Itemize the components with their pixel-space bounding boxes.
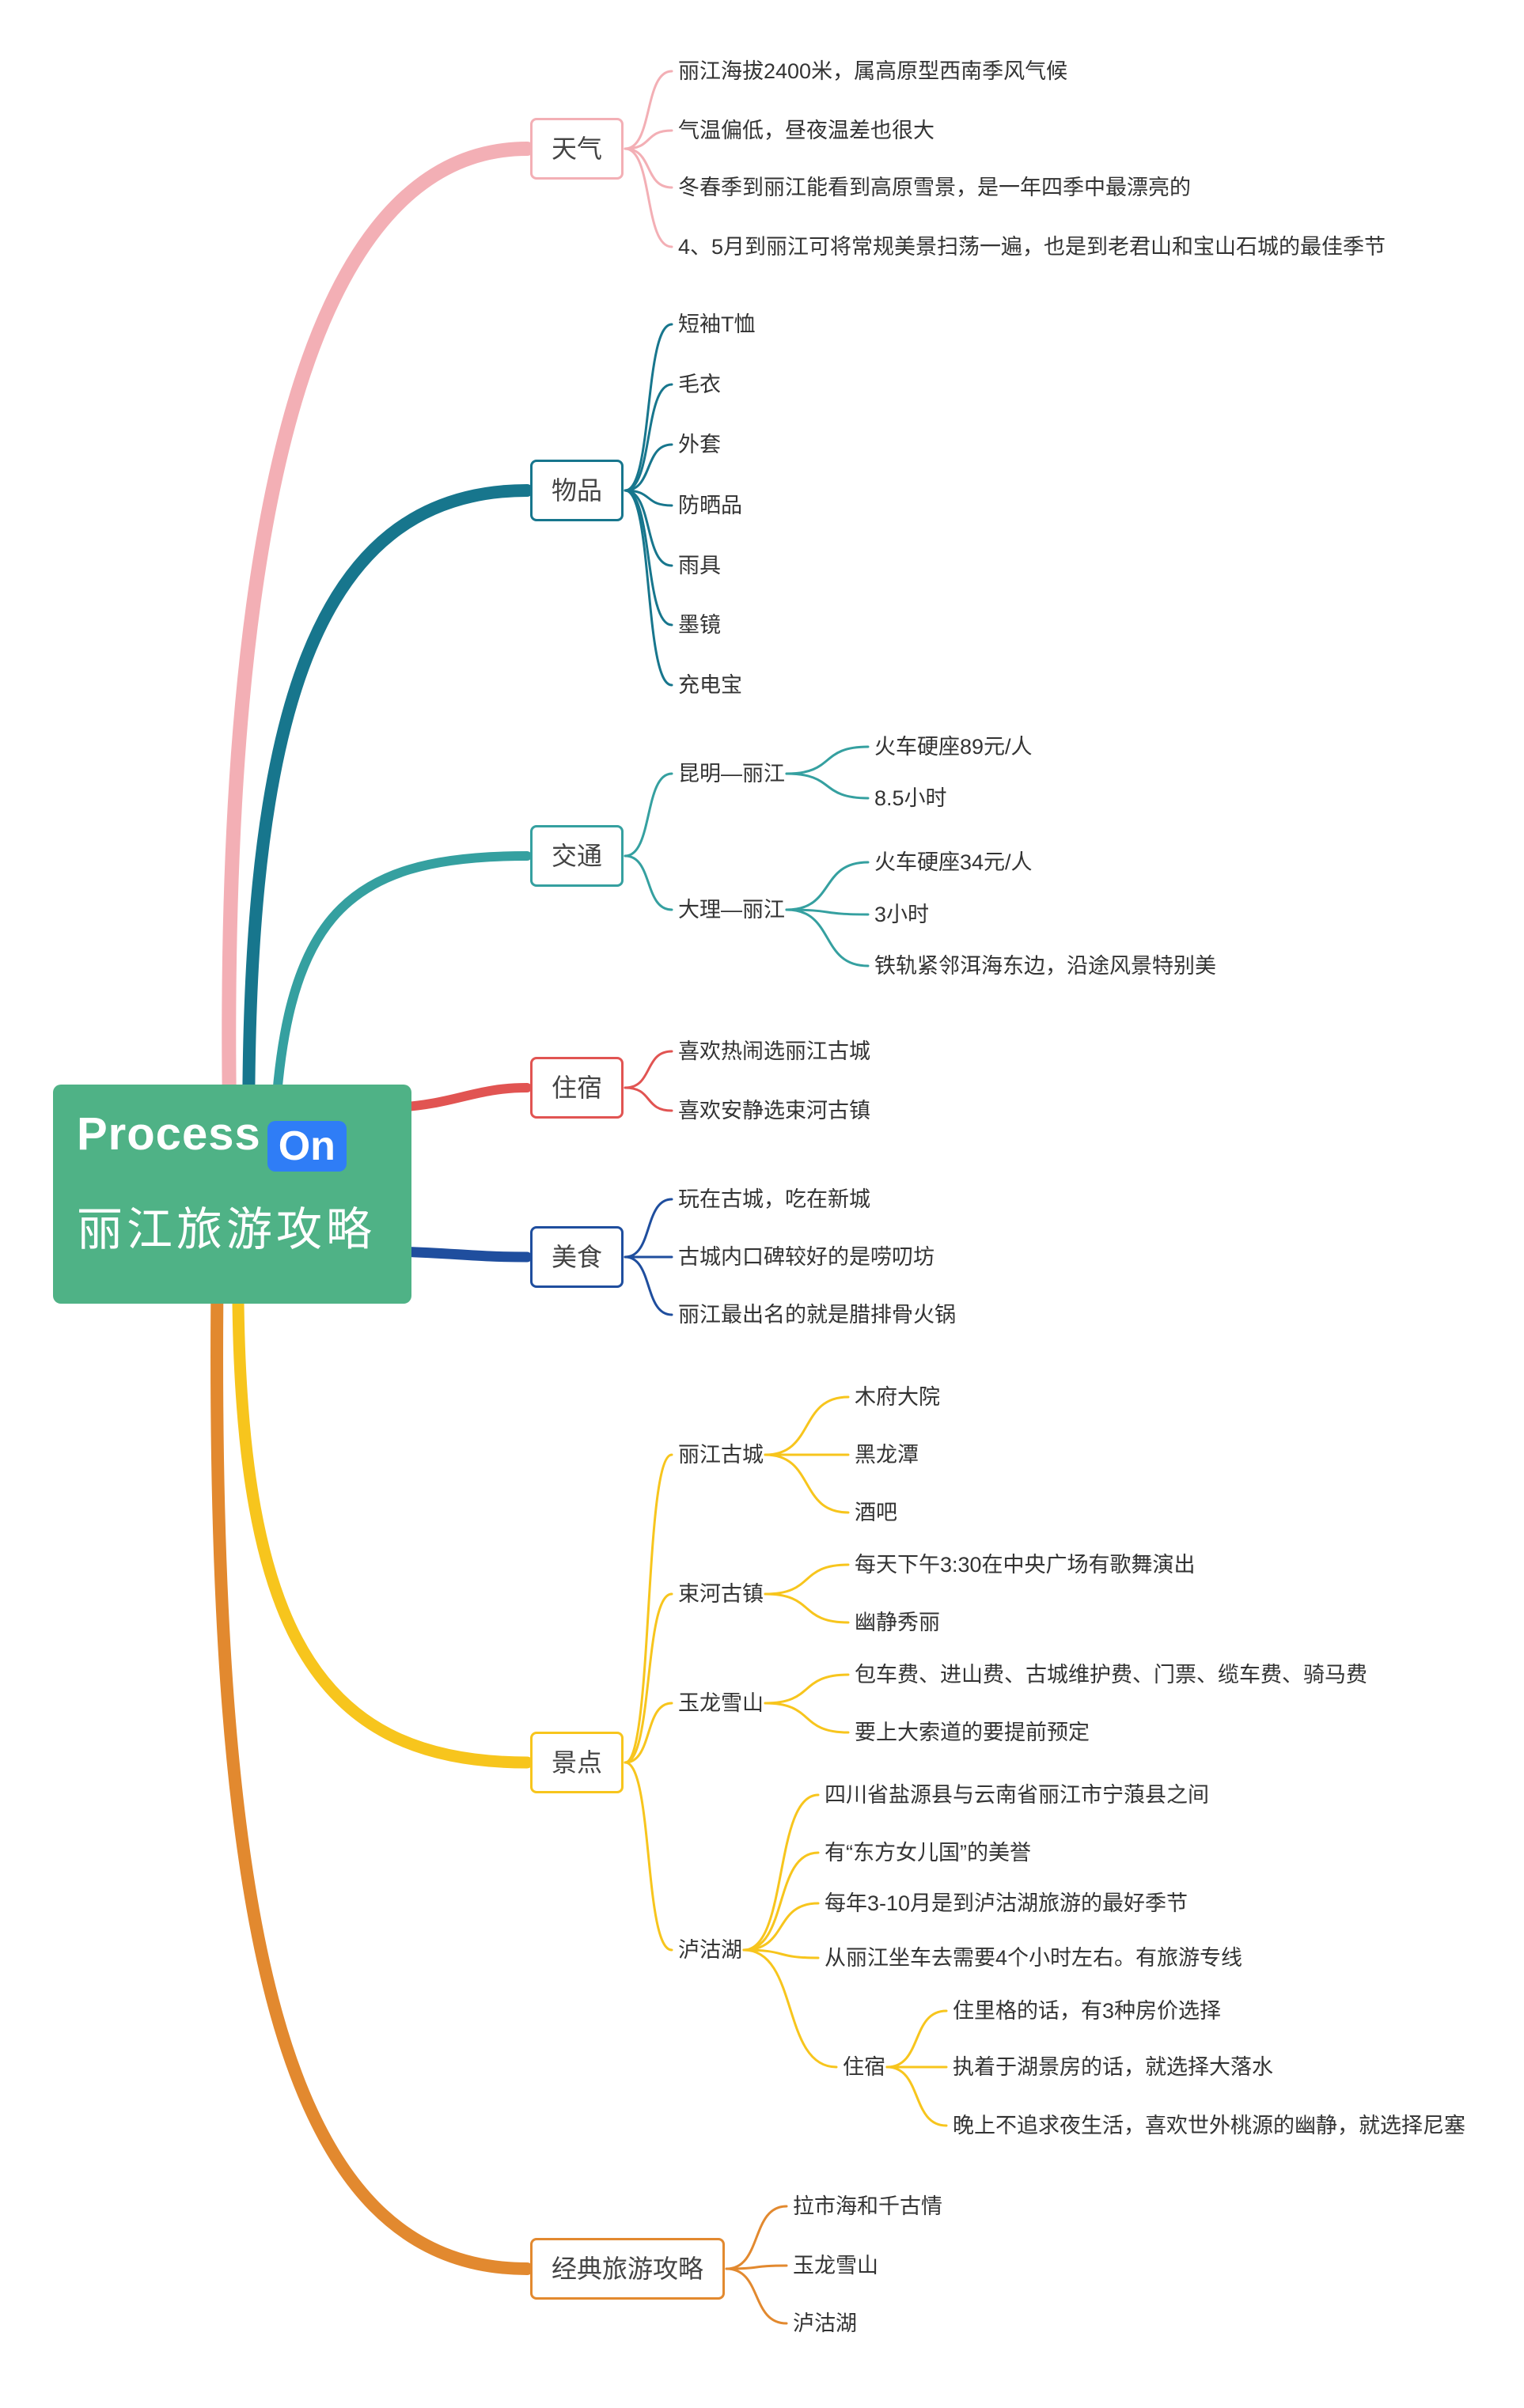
- leaf-node[interactable]: 丽江最出名的就是腊排骨火锅: [678, 1303, 956, 1327]
- leaf-node[interactable]: 木府大院: [855, 1385, 940, 1409]
- logo-process-text: Process: [77, 1108, 261, 1160]
- leaf-node[interactable]: 玉龙雪山: [793, 2254, 878, 2277]
- subtopic-lijiang-old-town[interactable]: 丽江古城: [678, 1443, 764, 1467]
- branch-node-classic-routes[interactable]: 经典旅游攻略: [530, 2238, 726, 2300]
- leaf-node[interactable]: 3小时: [874, 903, 930, 926]
- leaf-node[interactable]: 冬春季到丽江能看到高原雪景，是一年四季中最漂亮的: [678, 176, 1191, 199]
- leaf-node[interactable]: 短袖T恤: [678, 312, 756, 336]
- leaf-node[interactable]: 火车硬座34元/人: [874, 850, 1033, 874]
- leaf-node[interactable]: 从丽江坐车去需要4个小时左右。有旅游专线: [825, 1946, 1243, 1970]
- leaf-node[interactable]: 执着于湖景房的话，就选择大落水: [953, 2055, 1273, 2079]
- leaf-node[interactable]: 8.5小时: [874, 786, 947, 810]
- leaf-node[interactable]: 玩在古城，吃在新城: [678, 1187, 870, 1211]
- logo-on-badge: On: [267, 1120, 347, 1172]
- branch-node-food[interactable]: 美食: [530, 1226, 624, 1288]
- leaf-node[interactable]: 幽静秀丽: [855, 1611, 940, 1634]
- leaf-node[interactable]: 丽江海拔2400米，属高原型西南季风气候: [678, 59, 1068, 83]
- leaf-node[interactable]: 每天下午3:30在中央广场有歌舞演出: [855, 1553, 1196, 1577]
- leaf-node[interactable]: 有“东方女儿国”的美誉: [825, 1841, 1031, 1865]
- leaf-node[interactable]: 四川省盐源县与云南省丽江市宁蒗县之间: [825, 1783, 1209, 1807]
- leaf-node[interactable]: 充电宝: [678, 673, 742, 697]
- branch-node-transport[interactable]: 交通: [530, 825, 624, 887]
- leaf-node[interactable]: 黑龙潭: [855, 1443, 919, 1467]
- subtopic-dali-lijiang[interactable]: 大理—丽江: [678, 898, 785, 922]
- subtopic-yulong-snow-mountain[interactable]: 玉龙雪山: [678, 1691, 764, 1715]
- subtopic-shuhe-old-town[interactable]: 束河古镇: [678, 1582, 764, 1606]
- leaf-node[interactable]: 拉市海和千古情: [793, 2194, 942, 2218]
- leaf-node[interactable]: 防晒品: [678, 494, 742, 517]
- leaf-node[interactable]: 气温偏低，昼夜温差也很大: [678, 119, 934, 142]
- leaf-node[interactable]: 古城内口碑较好的是唠叨坊: [678, 1245, 934, 1269]
- subtopic-kunming-lijiang[interactable]: 昆明—丽江: [678, 762, 785, 786]
- leaf-node[interactable]: 喜欢安静选束河古镇: [678, 1099, 870, 1123]
- branch-node-attractions[interactable]: 景点: [530, 1732, 624, 1793]
- leaf-node[interactable]: 喜欢热闹选丽江古城: [678, 1039, 870, 1063]
- root-title: 丽江旅游攻略: [77, 1203, 377, 1255]
- leaf-node[interactable]: 火车硬座89元/人: [874, 735, 1033, 759]
- leaf-node[interactable]: 铁轨紧邻洱海东边，沿途风景特别美: [874, 954, 1216, 978]
- leaf-node[interactable]: 4、5月到丽江可将常规美景扫荡一遍，也是到老君山和宝山石城的最佳季节: [678, 235, 1386, 259]
- branch-node-weather[interactable]: 天气: [530, 118, 624, 180]
- leaf-node[interactable]: 酒吧: [855, 1501, 897, 1524]
- leaf-node[interactable]: 住里格的话，有3种房价选择: [953, 1999, 1222, 2023]
- leaf-node[interactable]: 泸沽湖: [793, 2311, 857, 2335]
- leaf-node[interactable]: 毛衣: [678, 373, 721, 396]
- leaf-node[interactable]: 晚上不追求夜生活，喜欢世外桃源的幽静，就选择尼塞: [953, 2114, 1465, 2137]
- subtopic-lugu-lodging[interactable]: 住宿: [843, 2055, 885, 2079]
- leaf-node[interactable]: 雨具: [678, 554, 721, 577]
- leaf-node[interactable]: 每年3-10月是到泸沽湖旅游的最好季节: [825, 1891, 1188, 1915]
- leaf-node[interactable]: 墨镜: [678, 613, 721, 637]
- leaf-node[interactable]: 包车费、进山费、古城维护费、门票、缆车费、骑马费: [855, 1663, 1367, 1687]
- subtopic-lugu-lake[interactable]: 泸沽湖: [678, 1938, 742, 1962]
- branch-node-lodging[interactable]: 住宿: [530, 1057, 624, 1119]
- leaf-node[interactable]: 要上大索道的要提前预定: [855, 1721, 1090, 1744]
- branch-node-items[interactable]: 物品: [530, 460, 624, 521]
- leaf-node[interactable]: 外套: [678, 433, 721, 456]
